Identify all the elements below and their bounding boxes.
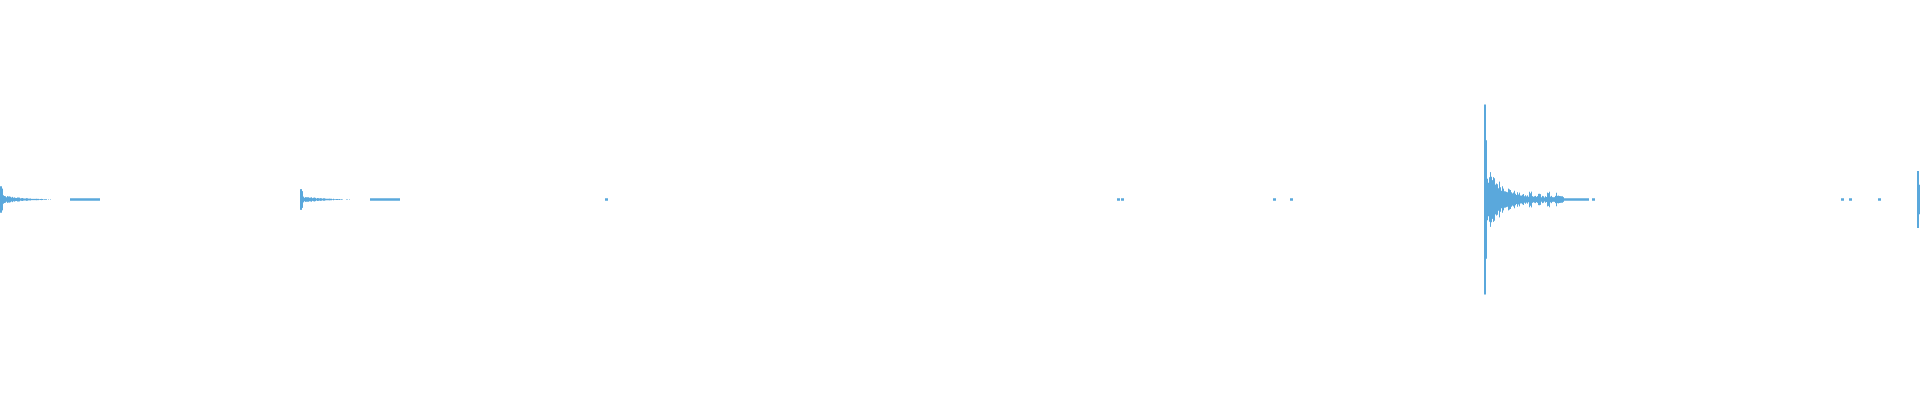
waveform-trace — [0, 104, 1920, 295]
waveform-path-group — [0, 104, 1920, 295]
